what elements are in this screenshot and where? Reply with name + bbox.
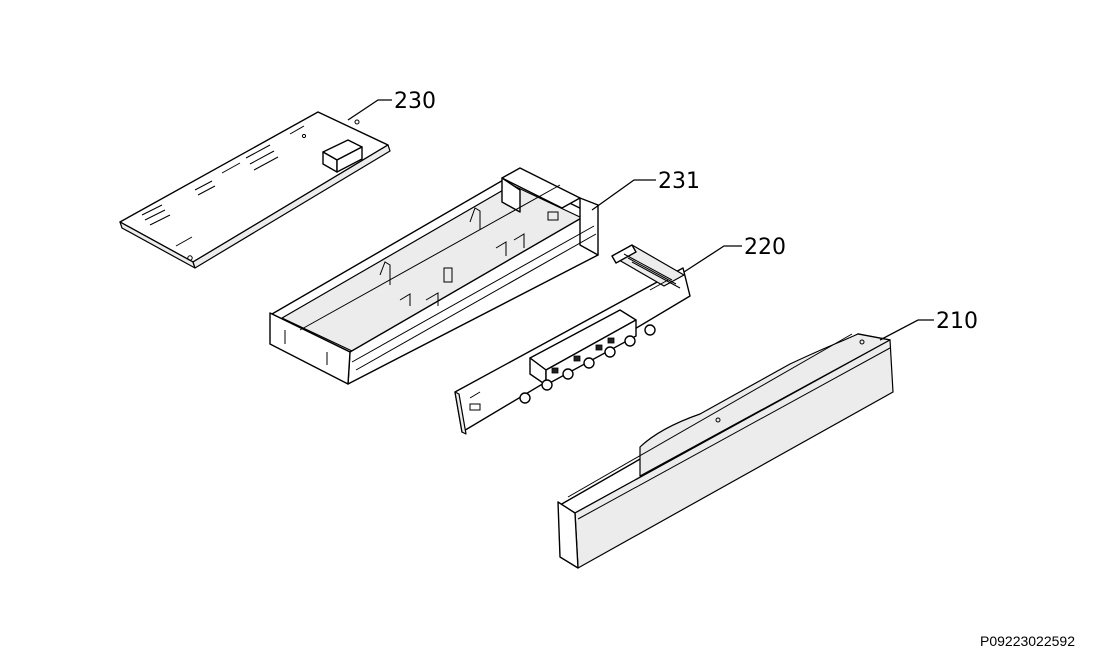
reference-code: P09223022592 [980,633,1075,649]
part-231-board-housing[interactable] [269,167,599,385]
leader-lines [347,99,934,341]
callout-label-230: 230 [394,89,436,114]
callout-label-210: 210 [936,309,978,334]
part-210-front-panel[interactable] [557,333,894,569]
part-230-control-board[interactable] [119,111,391,269]
callout-label-220: 220 [744,235,786,260]
switch-buttons [519,324,656,404]
part-220-switch-board[interactable] [454,244,691,435]
callout-label-231: 231 [658,169,700,194]
